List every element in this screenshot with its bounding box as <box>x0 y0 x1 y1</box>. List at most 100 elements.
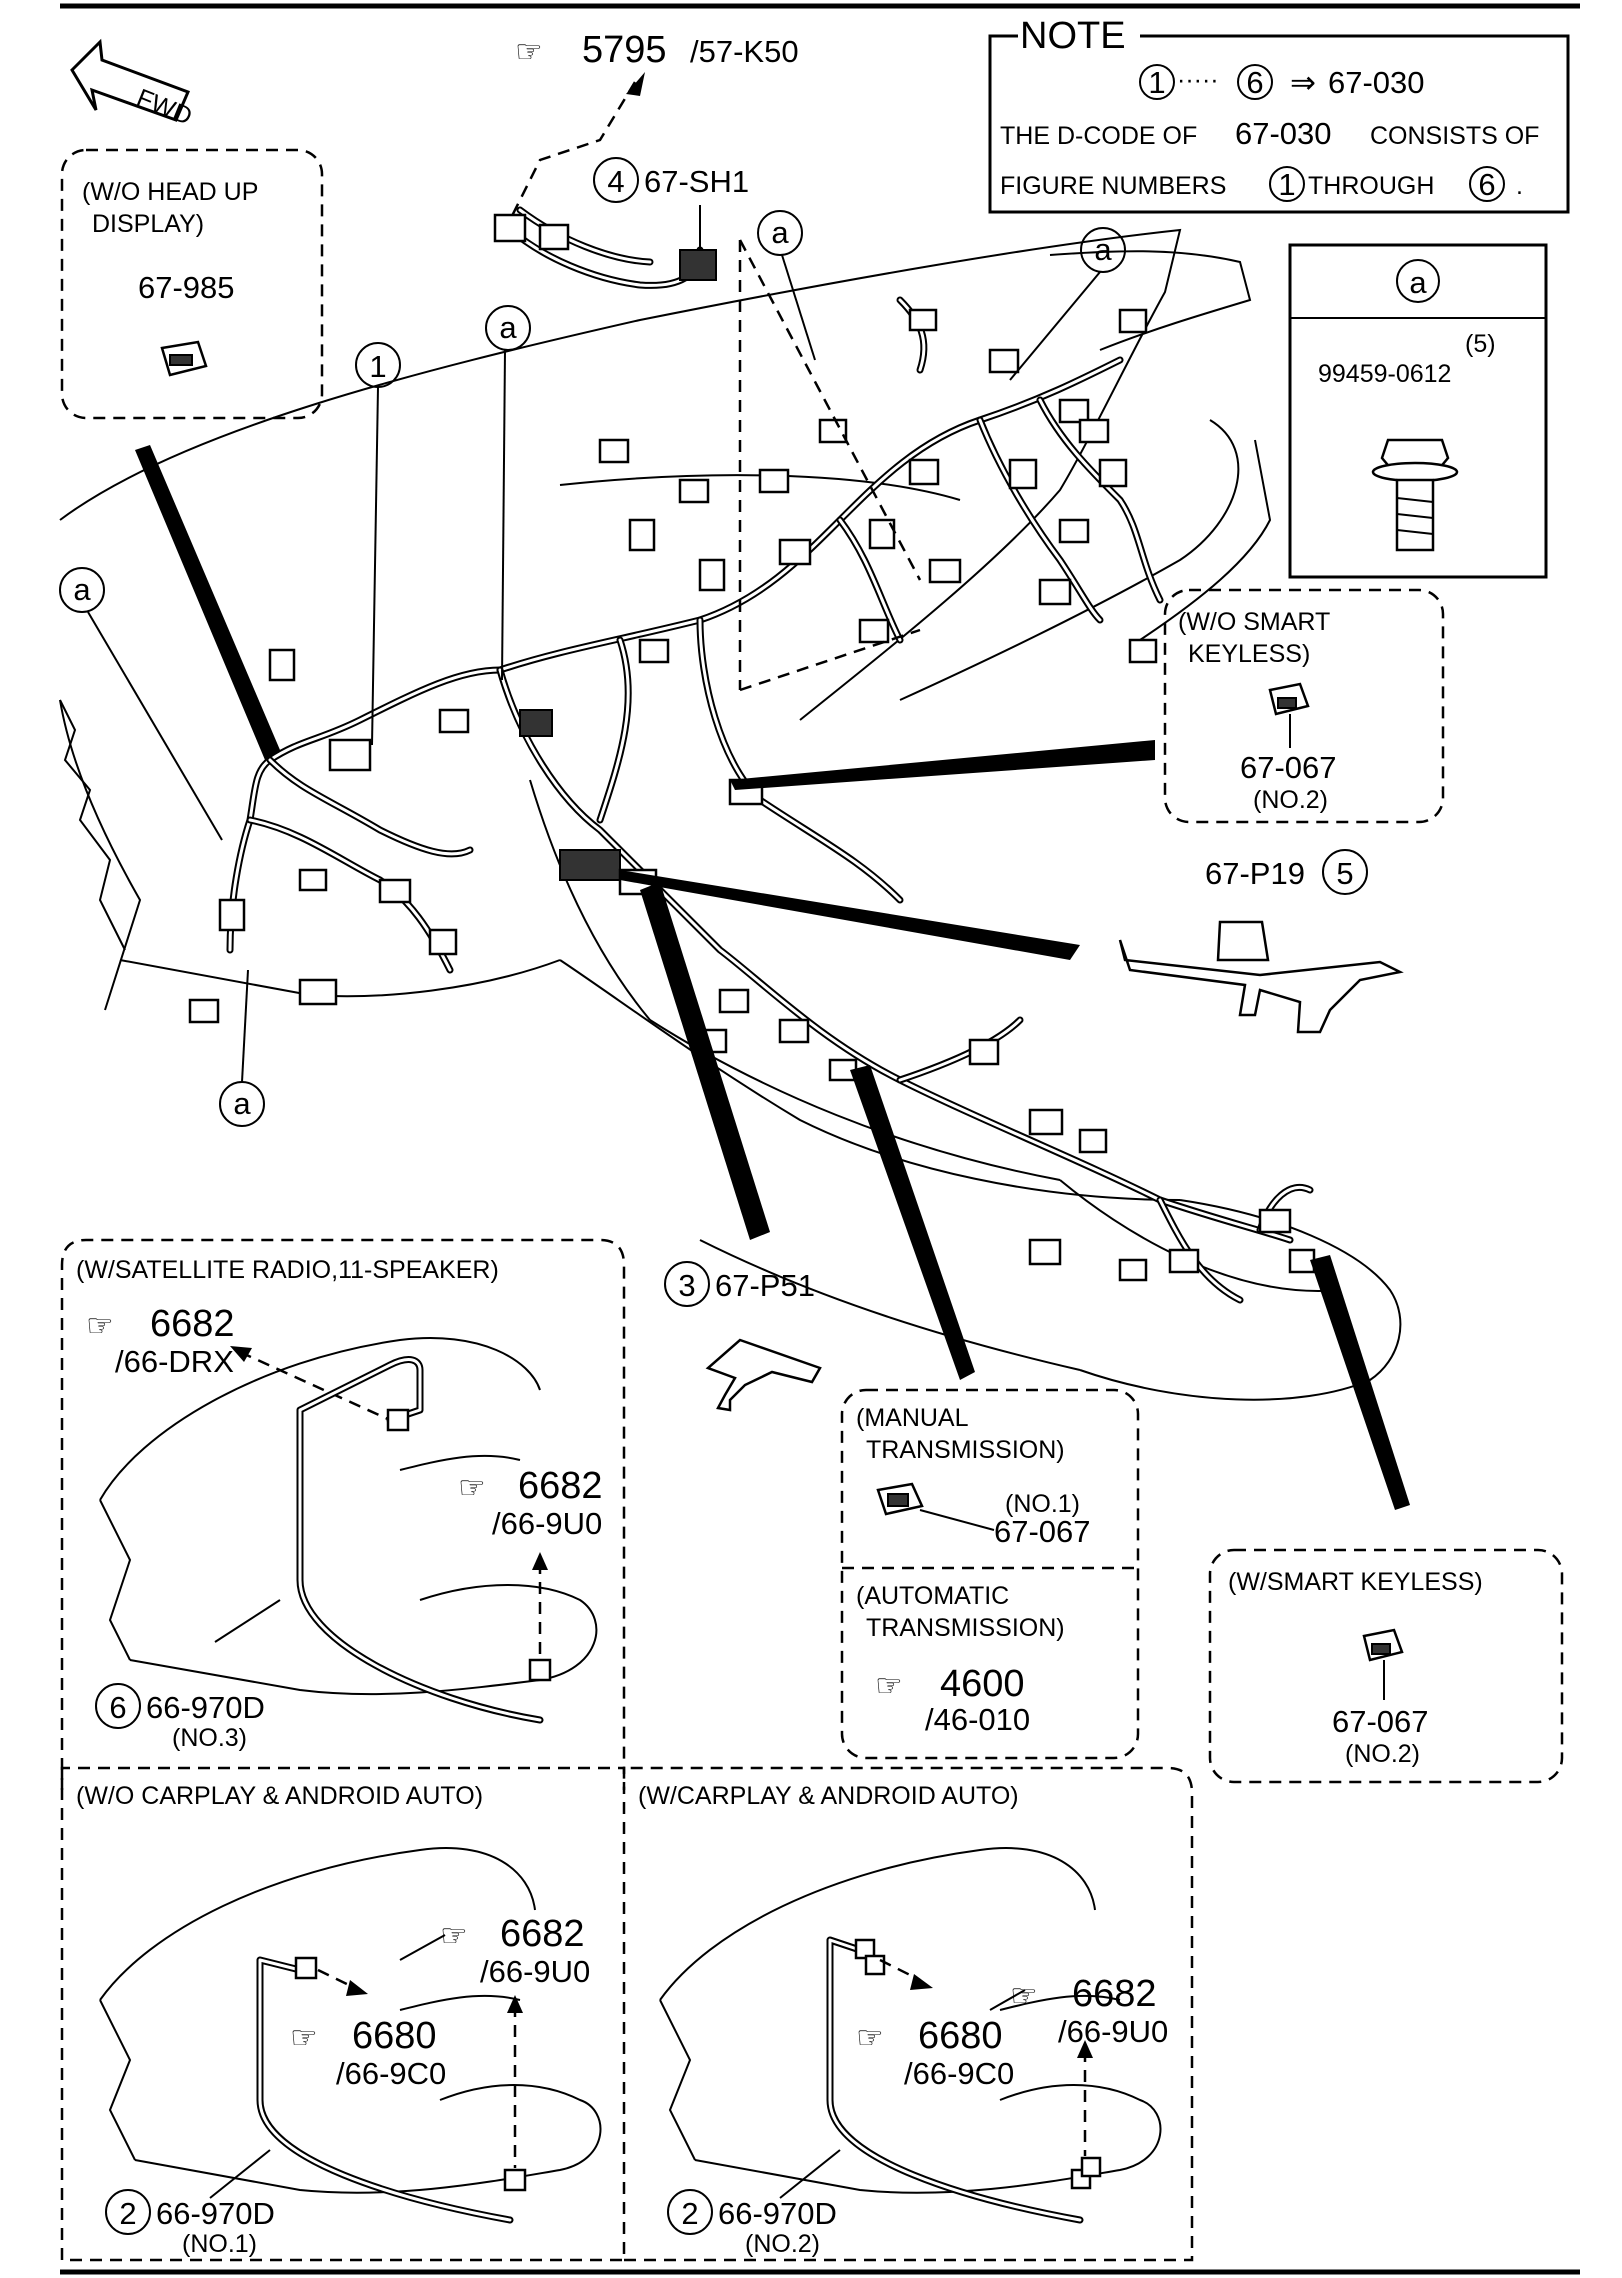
part-67-p51: 67-P51 <box>715 1268 815 1303</box>
variant-transmission: (MANUAL TRANSMISSION) (NO.1) 67-067 (AUT… <box>840 1388 1140 1760</box>
variant-w-carplay: (W/CARPLAY & ANDROID AUTO) ☞ 6682 /66-9U… <box>624 1766 1194 2262</box>
pointing-hand-icon: ☞ <box>515 34 543 69</box>
callouts-main: 1 4 67-SH1 5 67-P19 3 67-P51 a a a a a <box>59 157 1368 1307</box>
part-w-cp-qual: (NO.2) <box>745 2230 820 2258</box>
note-line1-code: 67-030 <box>1235 116 1332 151</box>
ref-w-cp-mid-code: /66-9C0 <box>904 2056 1014 2091</box>
ref-sat-right-code: /66-9U0 <box>492 1506 602 1541</box>
ref-sat-top-num: 6682 <box>150 1303 235 1345</box>
part-w-smart-qual: (NO.2) <box>1345 1740 1420 1768</box>
variant-w-carplay-label: (W/CARPLAY & ANDROID AUTO) <box>638 1782 1019 1810</box>
bolt-callout-a-2: a <box>499 310 517 345</box>
variant-auto-line1: (AUTOMATIC <box>856 1582 1009 1610</box>
bracket-67-p19 <box>620 870 1404 1034</box>
ref-w-cp-right-num: 6682 <box>1072 1973 1157 2015</box>
variant-manual-line2: TRANSMISSION) <box>866 1436 1065 1464</box>
note-range-from-circle <box>1139 64 1175 100</box>
bracket-67-p51 <box>640 882 822 1412</box>
note-line2-pre: FIGURE NUMBERS <box>1000 172 1226 200</box>
callout-6: 6 <box>109 1690 126 1725</box>
harness-connectors <box>188 308 1316 1282</box>
pointing-hand-icon: ☞ <box>458 1470 486 1505</box>
main-harness <box>226 296 1314 1304</box>
ref-auto-trans-code: /46-010 <box>925 1702 1030 1737</box>
part-wo-cp-66-970d: 66-970D <box>156 2196 275 2231</box>
ref-wo-cp-right-num: 6682 <box>500 1913 585 1955</box>
bolt-callout-a-4: a <box>1094 232 1112 267</box>
note-heading: NOTE <box>1020 15 1126 57</box>
ref-top-num: 5795 <box>582 29 667 71</box>
leader-wedges <box>135 445 1410 1510</box>
variant-wo-hud-line1: (W/O HEAD UP <box>82 178 258 206</box>
pointing-hand-icon: ☞ <box>86 1308 114 1343</box>
variant-satellite-radio: (W/SATELLITE RADIO,11-SPEAKER) ☞ 6682 /6… <box>60 1238 626 1790</box>
ref-wo-cp-mid-num: 6680 <box>352 2015 437 2057</box>
note-range-to: 6 <box>1246 65 1263 100</box>
note-line2-to: 6 <box>1478 167 1495 202</box>
note-arrow: ⇒ <box>1290 65 1316 100</box>
callout-2b: 2 <box>681 2196 698 2231</box>
part-wo-smart-qual: (NO.2) <box>1253 786 1328 814</box>
note-line2-mid: THROUGH <box>1308 172 1434 200</box>
bolt-callout-a-3: a <box>771 215 789 250</box>
variant-wo-carplay: (W/O CARPLAY & ANDROID AUTO) ☞ 6682 /66-… <box>60 1766 626 2262</box>
variant-wo-hud: (W/O HEAD UP DISPLAY) 67-985 <box>60 148 324 420</box>
pointing-hand-icon: ☞ <box>856 2020 884 2055</box>
ref-auto-trans-num: 4600 <box>940 1663 1025 1705</box>
part-w-smart-67-067: 67-067 <box>1332 1704 1429 1739</box>
part-wo-smart-67-067: 67-067 <box>1240 750 1337 785</box>
note-box: NOTE 1 ····· 6 ⇒ 67-030 THE D-CODE OF 67… <box>988 15 1570 214</box>
part-67-sh1: 67-SH1 <box>644 164 749 199</box>
note-line2-post: . <box>1516 172 1523 200</box>
part-wo-cp-qual: (NO.1) <box>182 2230 257 2258</box>
variant-sat-label: (W/SATELLITE RADIO,11-SPEAKER) <box>76 1256 499 1284</box>
fwd-arrow-icon: FWD <box>70 38 196 131</box>
pointing-hand-icon: ☞ <box>290 2020 318 2055</box>
bolt-box-letter: a <box>1409 265 1427 300</box>
part-w-cp-66-970d: 66-970D <box>718 2196 837 2231</box>
ref-top: ☞ 5795 /57-K50 <box>503 29 799 231</box>
callout-3: 3 <box>678 1268 695 1303</box>
ref-w-cp-mid-num: 6680 <box>918 2015 1003 2057</box>
callout-1: 1 <box>369 349 386 384</box>
ref-wo-cp-right-code: /66-9U0 <box>480 1954 590 1989</box>
bolt-icon <box>1371 438 1459 552</box>
part-67-p19: 67-P19 <box>1205 856 1305 891</box>
variant-wo-carplay-label: (W/O CARPLAY & ANDROID AUTO) <box>76 1782 483 1810</box>
note-line1-pre: THE D-CODE OF <box>1000 122 1197 150</box>
part-67-985: 67-985 <box>138 270 235 305</box>
variant-auto-line2: TRANSMISSION) <box>866 1614 1065 1642</box>
part-manual-67-067: 67-067 <box>994 1514 1091 1549</box>
note-line1-post: CONSISTS OF <box>1370 122 1539 150</box>
callout-2a: 2 <box>119 2196 136 2231</box>
ref-wo-cp-mid-code: /66-9C0 <box>336 2056 446 2091</box>
variant-wo-smart-line2: KEYLESS) <box>1188 640 1310 668</box>
part-manual-qual: (NO.1) <box>1005 1490 1080 1518</box>
callout-4: 4 <box>607 164 624 199</box>
bolt-box-part: 99459-0612 <box>1318 360 1451 388</box>
part-sat-qual: (NO.3) <box>172 1724 247 1752</box>
bolt-callout-a-5: a <box>233 1086 251 1121</box>
callout-5: 5 <box>1336 856 1353 891</box>
ref-sat-right-num: 6682 <box>518 1465 603 1507</box>
note-range-sep: ····· <box>1177 66 1219 94</box>
variant-wo-smart-keyless: (W/O SMART KEYLESS) 67-067 (NO.2) <box>1163 588 1445 824</box>
variant-w-smart-label: (W/SMART KEYLESS) <box>1228 1568 1483 1596</box>
ref-sat-top-code: /66-DRX <box>115 1344 234 1379</box>
harness-67-sh1 <box>493 205 922 692</box>
note-range-code: 67-030 <box>1328 65 1425 100</box>
part-sat-66-970d: 66-970D <box>146 1690 265 1725</box>
variant-wo-hud-line2: DISPLAY) <box>92 210 204 238</box>
note-range-to-circle <box>1237 64 1273 100</box>
pointing-hand-icon: ☞ <box>875 1668 903 1703</box>
note-range-from: 1 <box>1148 65 1165 100</box>
bolt-callout-a-1: a <box>73 572 91 607</box>
bolt-box: a (5) 99459-0612 <box>1288 243 1548 579</box>
variant-w-smart-keyless: (W/SMART KEYLESS) 67-067 (NO.2) <box>1208 1548 1564 1784</box>
dashboard-outline <box>59 228 1402 1401</box>
note-line2-from: 1 <box>1278 167 1295 202</box>
ref-top-code: /57-K50 <box>690 34 799 69</box>
variant-wo-smart-line1: (W/O SMART <box>1178 608 1330 636</box>
bolt-box-qty: (5) <box>1465 330 1496 358</box>
